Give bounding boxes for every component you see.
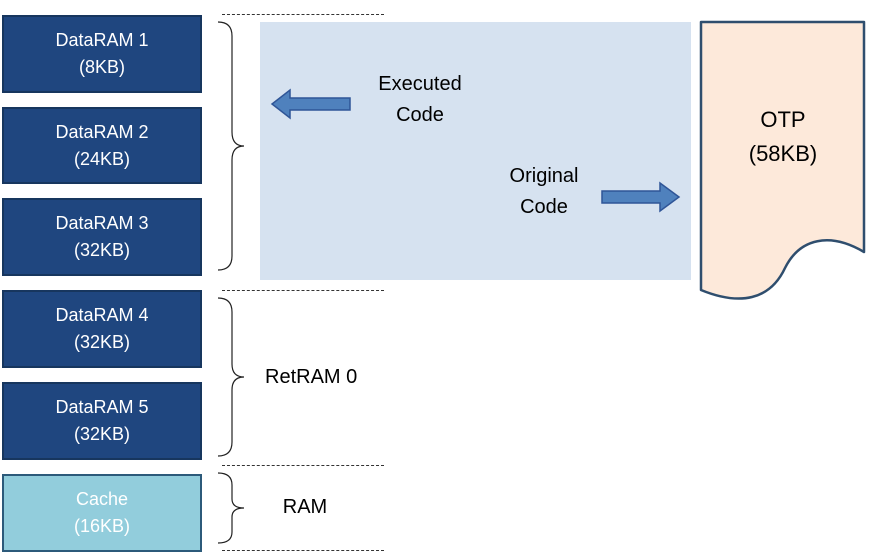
original-code-label: Original Code xyxy=(509,165,579,218)
retram-label: RetRAM 0 xyxy=(265,366,358,388)
separator-top xyxy=(222,14,384,15)
otp-label: OTP (58KB) xyxy=(748,107,818,166)
executed-code-arrow xyxy=(270,88,351,120)
block-name: DataRAM 2 xyxy=(55,121,149,142)
block-name: DataRAM 1 xyxy=(55,30,149,50)
separator-bottom xyxy=(222,550,384,551)
dataram-1-block: DataRAM 1 (8KB) xyxy=(2,15,202,93)
original-code-arrow xyxy=(601,181,681,213)
block-name: DataRAM 3 xyxy=(55,213,149,233)
ram-label: RAM xyxy=(282,496,328,518)
block-size: (32KB) xyxy=(73,424,131,444)
code-region xyxy=(260,22,691,280)
dataram-4-block: DataRAM 4 (32KB) xyxy=(2,290,202,368)
executed-code-label: Executed Code xyxy=(378,73,462,126)
cache-block: Cache (16KB) xyxy=(2,474,202,552)
brace-ram xyxy=(217,472,245,544)
otp-shape xyxy=(699,20,866,300)
brace-upper xyxy=(217,21,245,271)
dataram-5-block: DataRAM 5 (32KB) xyxy=(2,382,202,460)
separator-ram-top xyxy=(222,465,384,466)
brace-retram xyxy=(217,297,245,457)
block-size: (24KB) xyxy=(73,148,131,169)
block-name: DataRAM 5 xyxy=(55,397,149,417)
block-size: (32KB) xyxy=(73,240,131,260)
block-name: Cache xyxy=(75,489,129,509)
block-name: DataRAM 4 xyxy=(55,305,149,325)
block-size: (8KB) xyxy=(78,57,125,77)
block-size: (32KB) xyxy=(73,332,131,352)
dataram-3-block: DataRAM 3 (32KB) xyxy=(2,198,202,276)
separator-retram-top xyxy=(222,290,384,291)
block-size: (16KB) xyxy=(73,516,131,536)
dataram-2-block: DataRAM 2 (24KB) xyxy=(2,107,202,184)
